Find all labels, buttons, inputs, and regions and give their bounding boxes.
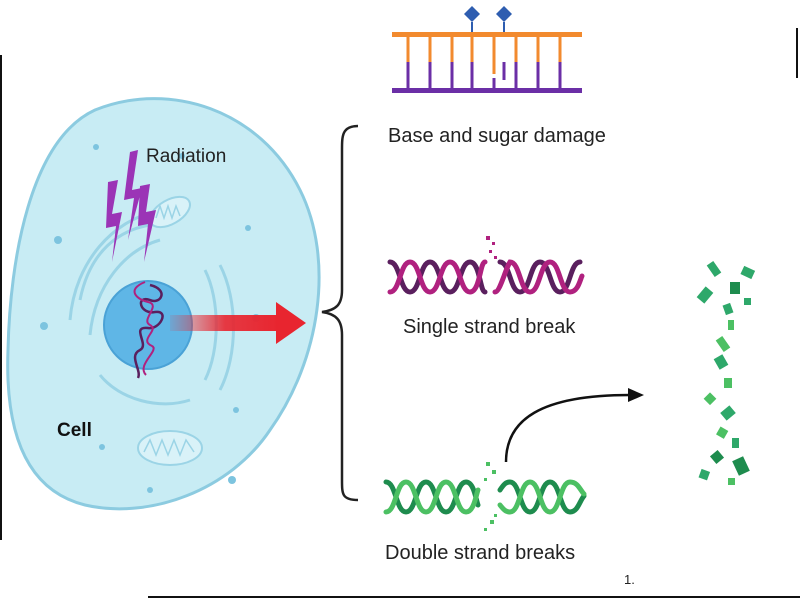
radiation-label: Radiation [146,146,227,167]
single-strand-helix [387,236,585,295]
base-sugar-damage-label: Base and sugar damage [388,125,606,147]
cell-label: Cell [57,420,92,441]
dna-fragments [696,260,756,485]
double-strand-helix [383,462,587,531]
dna-ladder [392,6,582,93]
chromatin-strand-2 [133,281,155,376]
curly-brace [321,124,359,502]
mitochondrion-top [149,195,191,229]
left-frame-line [0,55,2,540]
right-frame-line [796,28,798,78]
corner-text-fragment: 1. [624,572,635,587]
single-strand-break-label: Single strand break [403,316,576,338]
bottom-frame-line [148,596,800,598]
double-strand-breaks-label: Double strand breaks [385,542,576,564]
red-arrow [170,302,306,344]
damage-markers [464,6,512,32]
mitochondrion-bottom [137,430,203,466]
curved-arrow [504,388,644,463]
chromatin-strand [133,283,164,379]
radiation-bolts [106,150,156,262]
cell [6,97,321,511]
